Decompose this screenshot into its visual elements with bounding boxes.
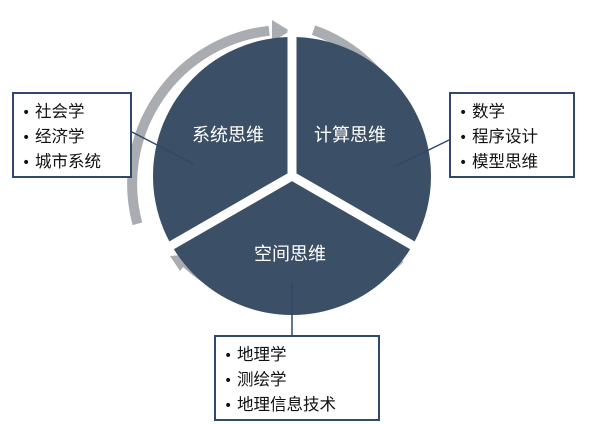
connector-right xyxy=(395,139,450,167)
segment-divider-left xyxy=(157,172,295,256)
box-systems-disciplines: 社会学 经济学 城市系统 xyxy=(12,92,132,178)
list-item: 社会学 xyxy=(22,100,122,125)
box-computational-disciplines: 数学 程序设计 模型思维 xyxy=(449,92,575,178)
list-item: 程序设计 xyxy=(459,125,565,150)
segment-group xyxy=(153,30,431,315)
segment-label-spatial: 空间思维 xyxy=(254,244,326,265)
list-item: 经济学 xyxy=(22,125,122,150)
ring-arrowhead-top xyxy=(272,20,290,42)
connector-left xyxy=(131,131,195,165)
ring-arrow-top xyxy=(127,25,270,226)
segment-divider-right xyxy=(289,172,427,256)
list-item: 地理信息技术 xyxy=(224,393,370,418)
list-item: 模型思维 xyxy=(459,150,565,175)
list-item: 地理学 xyxy=(224,343,370,368)
segment-label-computational: 计算思维 xyxy=(314,125,386,146)
box-spatial-disciplines: 地理学 测绘学 地理信息技术 xyxy=(214,335,380,421)
list-item: 城市系统 xyxy=(22,150,122,175)
list-item: 测绘学 xyxy=(224,368,370,393)
list-item: 数学 xyxy=(459,100,565,125)
segment-label-systems: 系统思维 xyxy=(192,125,264,146)
